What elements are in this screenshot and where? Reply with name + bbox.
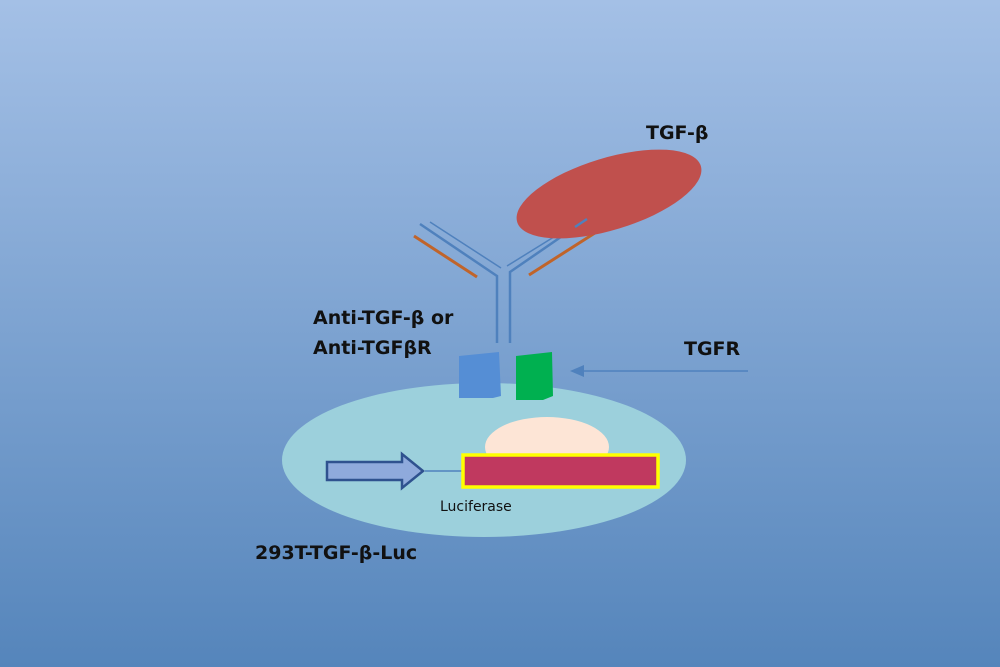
luciferase-gene-bar (461, 453, 660, 489)
antibody-label: Anti-TGF-β or Anti-TGFβR (313, 303, 453, 363)
receptor-green (516, 352, 553, 400)
antibody-light-chain-left (413, 234, 478, 279)
antibody-heavy-chain-inner (429, 221, 502, 269)
tgf-beta-label: TGF-β (646, 122, 709, 144)
tgfr-label: TGFR (684, 338, 741, 360)
receptor-blue (459, 352, 501, 398)
promoter-arrow-icon (325, 451, 425, 491)
tgf-beta-ligand (516, 149, 702, 239)
antibody-heavy-chain-outer (419, 222, 499, 343)
antibody-label-line2: Anti-TGFβR (313, 337, 432, 359)
cell-line-label: 293T-TGF-β-Luc (255, 542, 418, 564)
tgfr-pointer-arrowhead-icon (570, 365, 584, 377)
antibody-arm-overlap (574, 217, 588, 229)
antibody-label-line1: Anti-TGF-β or (313, 307, 454, 329)
antibody-light-chain-right (528, 229, 599, 277)
luciferase-label: Luciferase (440, 499, 512, 515)
